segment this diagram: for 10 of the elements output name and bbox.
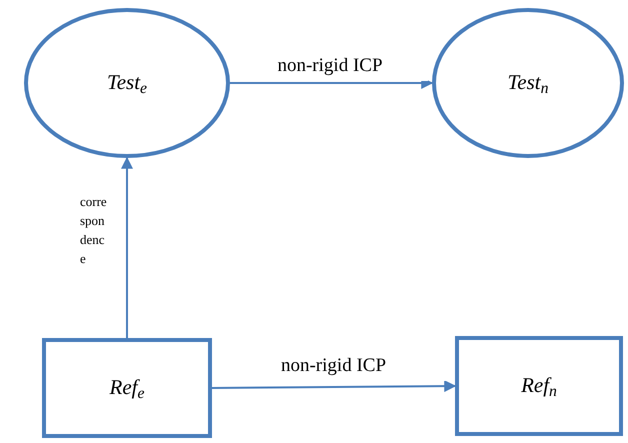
process-box (455, 336, 623, 436)
node-label: Test$_{e}$ (106, 69, 148, 99)
ellipse-node (432, 8, 624, 158)
node-label: Test$_{n}$ (508, 69, 548, 99)
arrow (212, 380, 456, 392)
arrow (121, 156, 133, 338)
node-label: Ref$_{e}$ (110, 374, 144, 404)
ellipse-node (24, 8, 230, 158)
node-label: Ref$_{n}$ (521, 372, 557, 402)
process-box (42, 338, 212, 438)
